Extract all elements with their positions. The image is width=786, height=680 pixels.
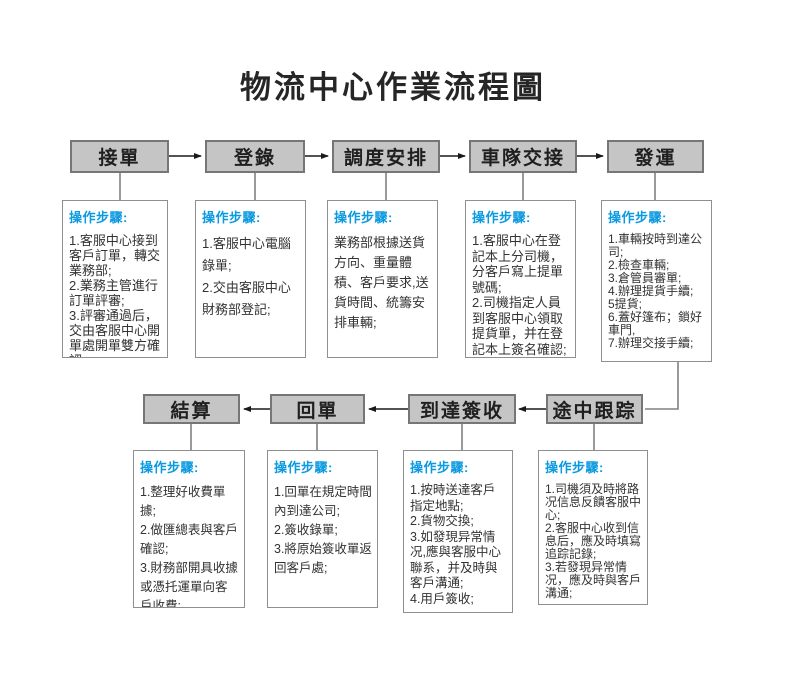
steps-box-dispatch: 操作步驟: 業務部根據送貨方向、重量體積、客戶要求,送貨時間、統籌安排車輛; xyxy=(327,200,438,358)
steps-title: 操作步驟: xyxy=(202,210,261,225)
flow-node-settlement: 結算 xyxy=(143,394,240,424)
flow-node-shipping: 發運 xyxy=(607,140,704,173)
steps-box-shipping: 操作步驟: 1.車輛按時到達公司; 2.檢查車輛; 3.倉管員審單; 4.辦理提… xyxy=(601,200,712,362)
steps-title: 操作步驟: xyxy=(608,210,667,225)
flow-node-register: 登錄 xyxy=(205,140,305,173)
steps-box-register: 操作步驟: 1.客服中心電腦錄單; 2.交由客服中心財務部登記; xyxy=(195,200,306,358)
flow-node-fleet-handover: 車隊交接 xyxy=(469,140,577,173)
steps-box-receipt-return: 操作步驟: 1.回單在規定時間內到達公司; 2.簽收錄單; 3.將原始簽收單返回… xyxy=(267,450,378,608)
flow-node-dispatch: 調度安排 xyxy=(332,140,440,173)
steps-title: 操作步驟: xyxy=(410,460,469,475)
flow-node-enroute-tracking: 途中跟踪 xyxy=(546,394,643,424)
steps-title: 操作步驟: xyxy=(545,460,604,475)
steps-body: 1.整理好收費單據; 2.做匯總表與客戶確認; 3.財務部開具收據或憑托運單向客… xyxy=(140,485,238,608)
steps-title: 操作步驟: xyxy=(69,210,128,225)
connector-shipping-to-tracking xyxy=(645,362,679,410)
steps-title: 操作步驟: xyxy=(274,460,333,475)
steps-body: 1.客服中心電腦錄單; 2.交由客服中心財務部登記; xyxy=(202,236,291,317)
steps-body: 1.客服中心在登記本上分司機，分客戶寫上提單號碼; 2.司機指定人員到客服中心領… xyxy=(472,233,567,357)
steps-body: 1.車輛按時到達公司; 2.檢查車輛; 3.倉管員審單; 4.辦理提貨手續; 5… xyxy=(608,232,703,350)
steps-box-receive-order: 操作步驟: 1.客服中心接到客戶訂單，轉交業務部; 2.業務主管進行訂單評審; … xyxy=(62,200,168,358)
steps-body: 業務部根據送貨方向、重量體積、客戶要求,送貨時間、統籌安排車輛; xyxy=(334,235,429,330)
flow-node-receipt-return: 回單 xyxy=(270,394,365,424)
steps-box-arrival-sign: 操作步驟: 1.按時送達客戶指定地點; 2.貨物交換; 3.如發現异常情况,應與… xyxy=(403,450,513,613)
flow-node-receive-order: 接單 xyxy=(70,140,169,173)
steps-title: 操作步驟: xyxy=(140,460,199,475)
steps-box-settlement: 操作步驟: 1.整理好收費單據; 2.做匯總表與客戶確認; 3.財務部開具收據或… xyxy=(133,450,245,608)
steps-body: 1.司機須及時將路况信息反饋客服中心; 2.客服中心收到信息后，應及時填寫追踪記… xyxy=(545,482,642,600)
steps-body: 1.回單在規定時間內到達公司; 2.簽收錄單; 3.將原始簽收單返回客戶處; xyxy=(274,485,372,575)
steps-body: 1.按時送達客戶指定地點; 2.貨物交換; 3.如發現异常情况,應與客服中心聯系… xyxy=(410,483,501,606)
steps-box-fleet-handover: 操作步驟: 1.客服中心在登記本上分司機，分客戶寫上提單號碼; 2.司機指定人員… xyxy=(465,200,576,358)
steps-title: 操作步驟: xyxy=(334,210,393,225)
steps-body: 1.客服中心接到客戶訂單，轉交業務部; 2.業務主管進行訂單評審; 3.評審通過… xyxy=(69,233,161,357)
steps-box-enroute-tracking: 操作步驟: 1.司機須及時將路况信息反饋客服中心; 2.客服中心收到信息后，應及… xyxy=(538,450,648,605)
flow-node-arrival-sign: 到達簽收 xyxy=(408,394,516,424)
steps-title: 操作步驟: xyxy=(472,210,531,225)
page-title: 物流中心作業流程圖 xyxy=(240,70,546,105)
